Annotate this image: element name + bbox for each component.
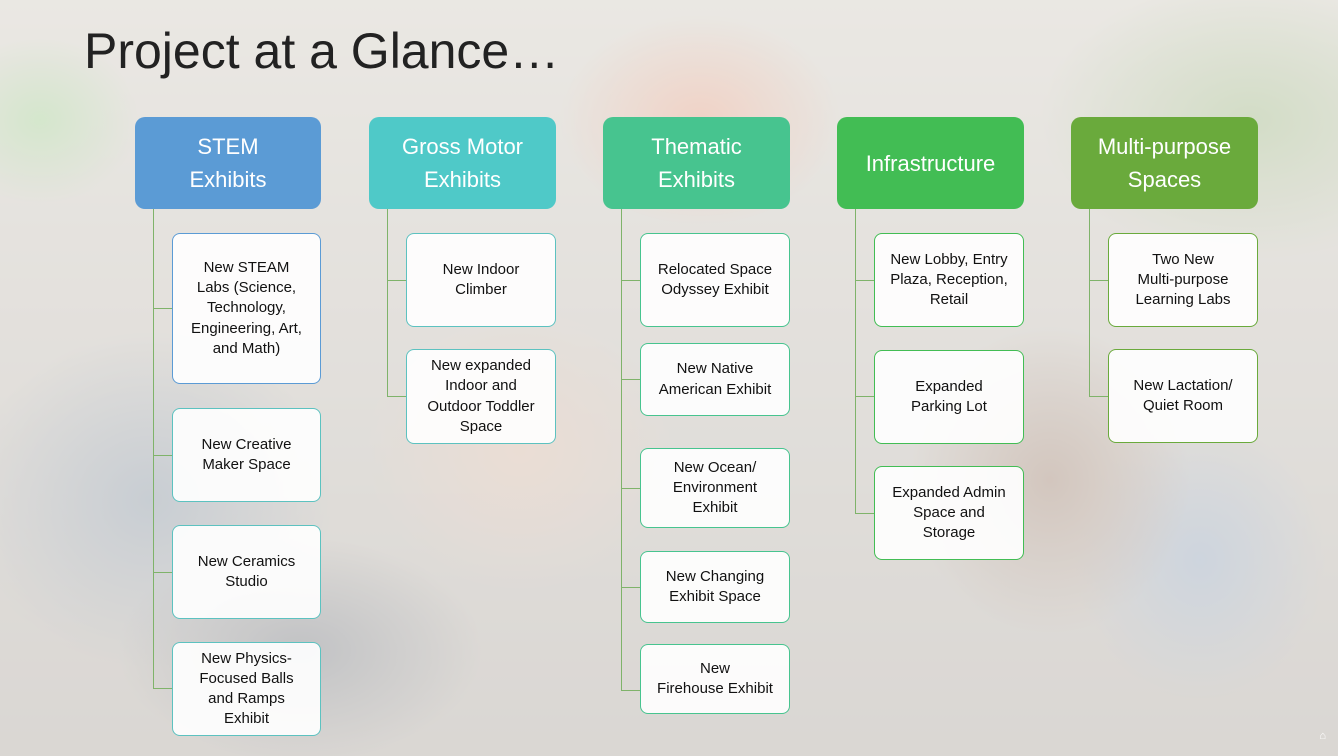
header-infrastructure: Infrastructure bbox=[837, 117, 1024, 209]
header-thematic: Thematic Exhibits bbox=[603, 117, 790, 209]
item-physics-balls-ramps: New Physics- Focused Balls and Ramps Exh… bbox=[172, 642, 321, 736]
item-steam-labs: New STEAM Labs (Science, Technology, Eng… bbox=[172, 233, 321, 384]
item-indoor-climber: New Indoor Climber bbox=[406, 233, 556, 327]
slide-corner-icon: ⌂ bbox=[1319, 730, 1326, 742]
slide-title: Project at a Glance… bbox=[84, 23, 560, 79]
connector-thematic bbox=[621, 209, 622, 691]
connector-multi-purpose bbox=[1089, 209, 1090, 397]
item-space-odyssey: Relocated Space Odyssey Exhibit bbox=[640, 233, 790, 327]
header-gross-motor: Gross Motor Exhibits bbox=[369, 117, 556, 209]
item-admin-storage: Expanded Admin Space and Storage bbox=[874, 466, 1024, 560]
connector-stem bbox=[153, 209, 154, 689]
connector-infrastructure bbox=[855, 209, 856, 513]
item-lobby-entry: New Lobby, Entry Plaza, Reception, Retai… bbox=[874, 233, 1024, 327]
connector-gross-motor bbox=[387, 209, 388, 397]
item-parking-lot: Expanded Parking Lot bbox=[874, 350, 1024, 444]
item-learning-labs: Two New Multi-purpose Learning Labs bbox=[1108, 233, 1258, 327]
item-creative-maker-space: New Creative Maker Space bbox=[172, 408, 321, 502]
header-stem: STEM Exhibits bbox=[135, 117, 321, 209]
item-ocean-environment: New Ocean/ Environment Exhibit bbox=[640, 448, 790, 528]
item-ceramics-studio: New Ceramics Studio bbox=[172, 525, 321, 619]
item-native-american: New Native American Exhibit bbox=[640, 343, 790, 416]
item-changing-exhibit: New Changing Exhibit Space bbox=[640, 551, 790, 623]
header-multi-purpose: Multi-purpose Spaces bbox=[1071, 117, 1258, 209]
item-toddler-space: New expanded Indoor and Outdoor Toddler … bbox=[406, 349, 556, 444]
item-firehouse: New Firehouse Exhibit bbox=[640, 644, 790, 714]
item-lactation-room: New Lactation/ Quiet Room bbox=[1108, 349, 1258, 443]
